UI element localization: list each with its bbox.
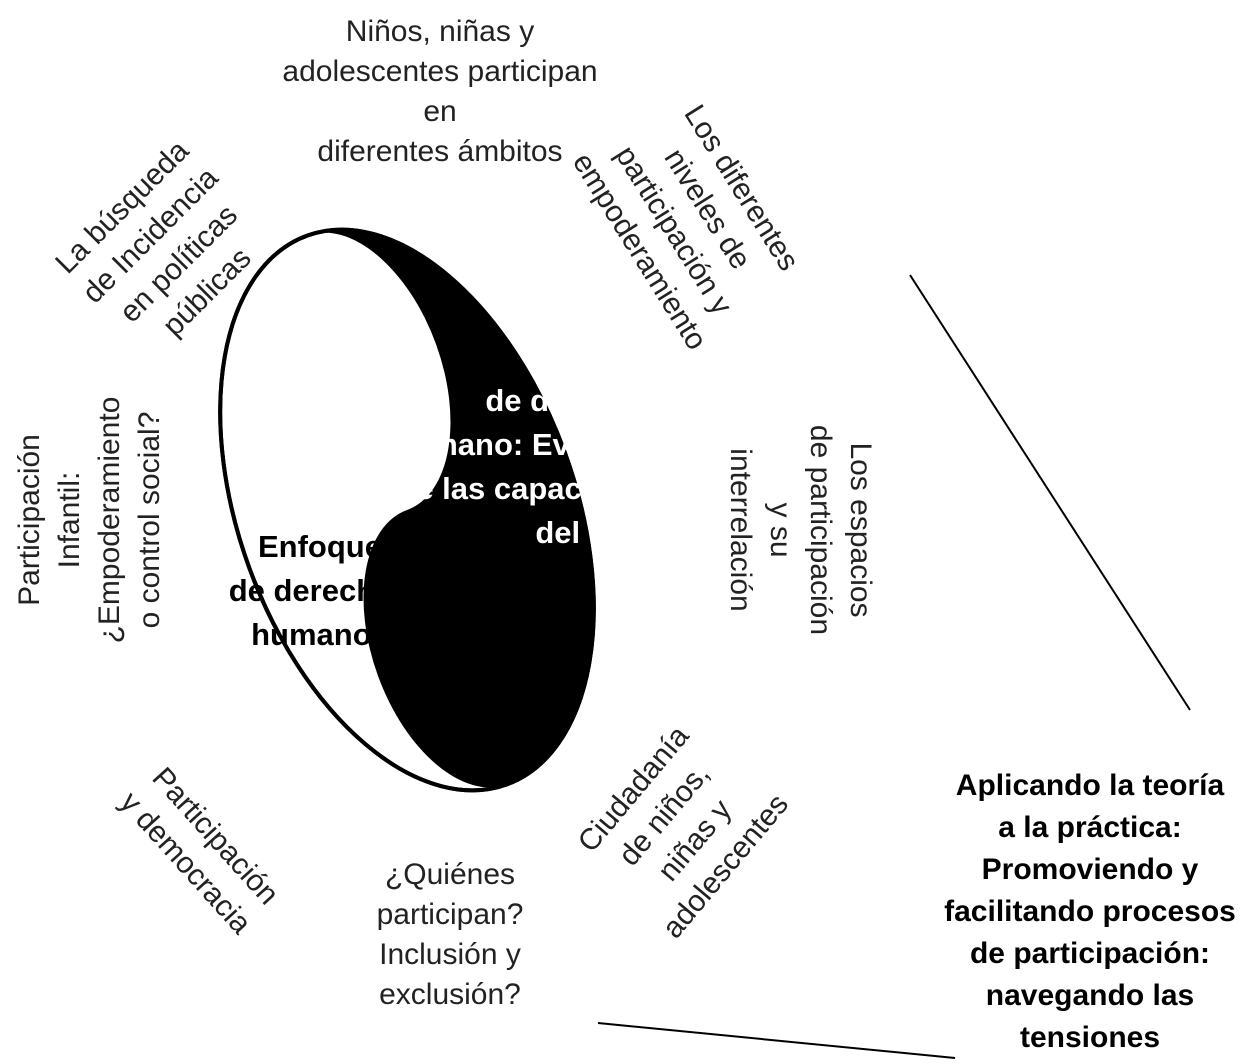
label-bottom: ¿Quiénes participan? Inclusión y exclusi… [376,858,524,1011]
yin-yang-light-dot [332,343,382,403]
side-note: Aplicando la teoría a la práctica: Promo… [944,769,1236,1054]
yin-yang-dark-dot [426,611,488,683]
divider-line-lower [597,1022,956,1059]
label-top: Niños, niñas y adolescentes participan e… [282,15,598,168]
label-left: Participación Infantil: ¿Empoderamiento … [13,396,166,644]
center-light-label: Enfoque de derechos humanos [228,529,412,652]
yin-yang-dark-half [307,229,594,788]
divider-line-upper [909,274,1191,711]
label-right: Los espacios de participación y su inter… [724,424,877,636]
center-dark-label: Enfoque de desarrollo humano: Evolución … [392,339,680,550]
